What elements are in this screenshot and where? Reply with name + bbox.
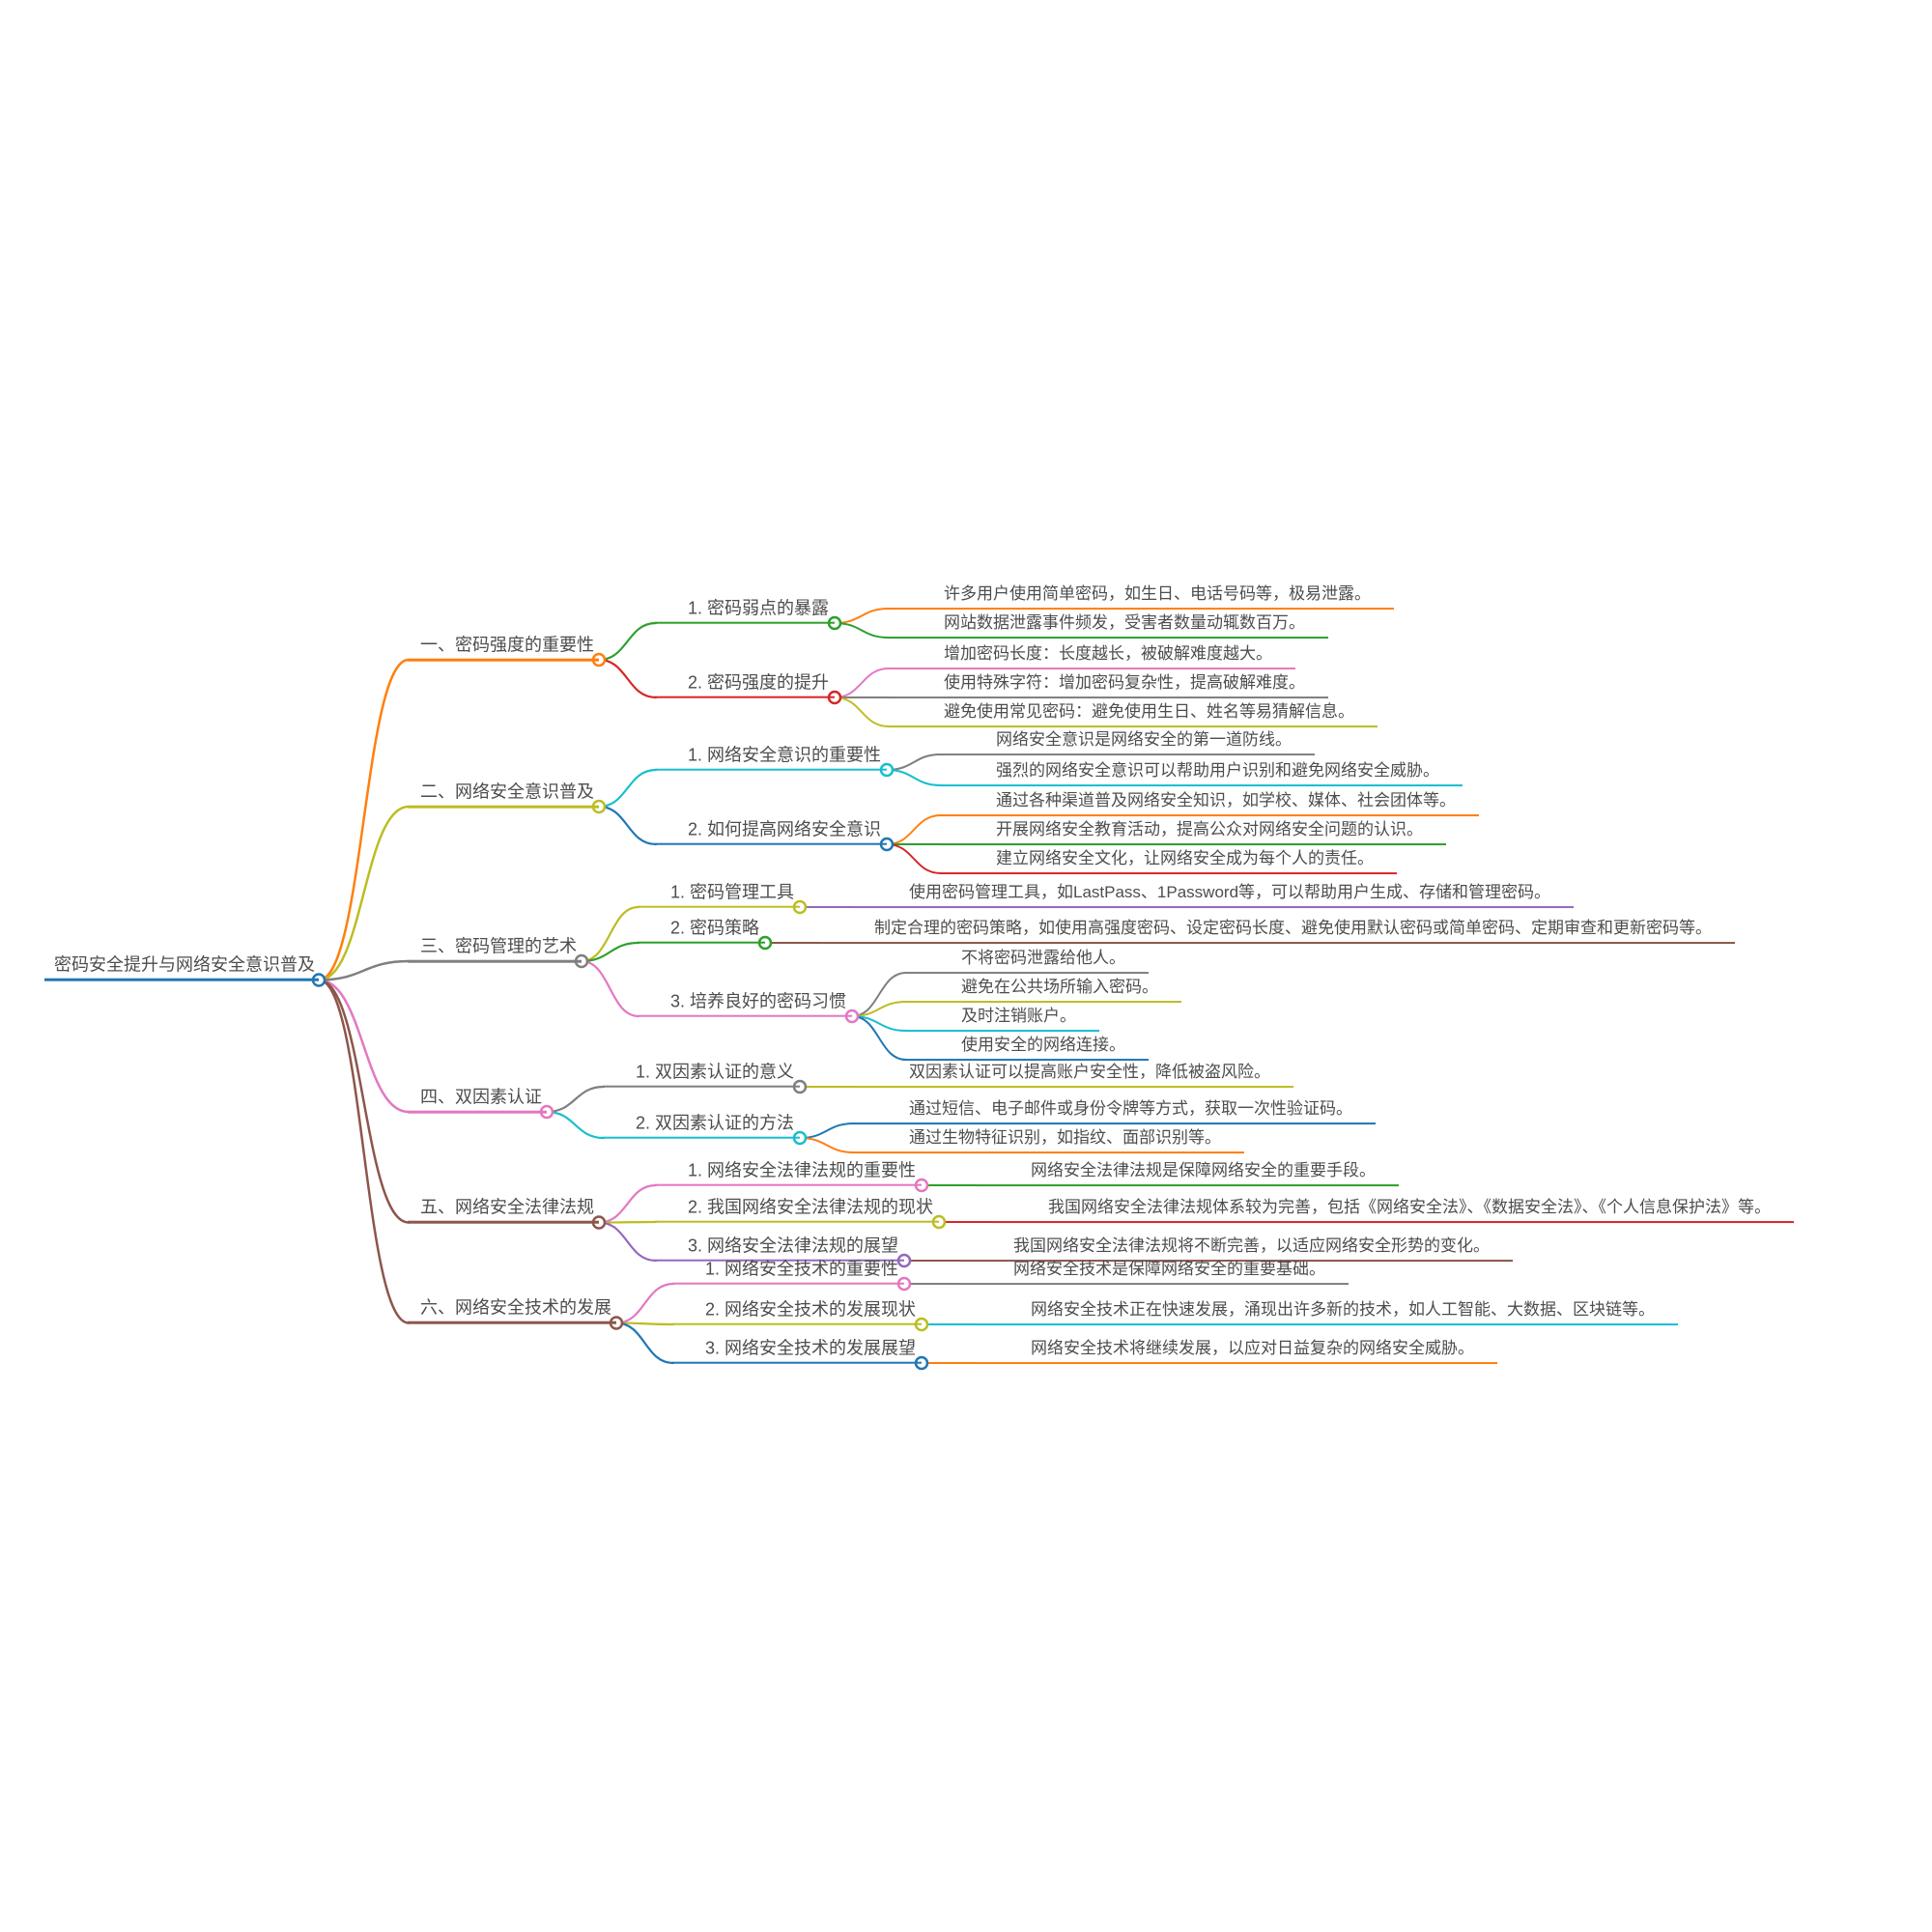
branch-node: 1. 密码管理工具 [638,881,801,908]
leaf-node: 网络安全法律法规是保障网络安全的重要手段。 [975,1160,1399,1186]
leaf-node: 开展网络安全教育活动，提高公众对网络安全问题的认识。 [940,819,1446,845]
leaf-node: 及时注销账户。 [905,1006,1099,1032]
leaf-node: 双因素认证可以提高账户安全性，降低被盗风险。 [853,1062,1293,1088]
branch-node: 1. 密码弱点的暴露 [655,597,836,624]
leaf-node: 强烈的网络安全意识可以帮助用户识别和避免网络安全威胁。 [940,760,1463,786]
branch-link [597,621,658,662]
leaf-node: 许多用户使用简单密码，如生日、电话号码等，极易泄露。 [888,583,1394,610]
branch-link [851,972,907,1017]
branch-node: 2. 如何提高网络安全意识 [655,818,888,845]
branch-link [317,979,411,1114]
branch-node: 2. 我国网络安全法律法规的现状 [655,1196,940,1223]
leaf-node: 使用安全的网络连接。 [905,1035,1149,1061]
leaf-node: 通过各种渠道普及网络安全知识，如学校、媒体、社会团体等。 [940,790,1479,816]
leaf-node: 网络安全技术正在快速发展，涌现出许多新的技术，如人工智能、大数据、区块链等。 [975,1299,1678,1325]
branch-link [886,843,942,874]
branch-link [580,905,640,963]
branch-node: 二、网络安全意识普及 [408,780,599,809]
leaf-node: 避免使用常见密码：避免使用生日、姓名等易猜解信息。 [888,701,1378,727]
branch-link [834,668,890,698]
branch-node: 六、网络安全技术的发展 [408,1296,616,1324]
leaf-node: 制定合理的密码策略，如使用高强度密码、设定密码长度、避免使用默认密码或简单密码、… [818,918,1735,944]
leaf-node: 我国网络安全法律法规将不断完善，以适应网络安全形势的变化。 [957,1236,1513,1262]
branch-link [545,1085,606,1114]
leaf-node: 网络安全技术将继续发展，以应对日益复杂的网络安全威胁。 [975,1338,1497,1364]
branch-link [580,941,640,963]
leaf-node: 网络安全意识是网络安全的第一道防线。 [940,729,1315,755]
branch-node: 3. 网络安全法律法规的展望 [655,1235,905,1262]
branch-link [799,1122,855,1139]
branch-link [597,768,658,809]
branch-link [851,1015,907,1061]
branch-node: 2. 双因素认证的方法 [603,1112,801,1139]
leaf-node: 网站数据泄露事件频发，受害者数量动辄数百万。 [888,612,1328,639]
branch-link [317,805,411,981]
branch-node: 3. 网络安全技术的发展展望 [672,1337,923,1364]
branch-link [597,1221,658,1263]
branch-node: 三、密码管理的艺术 [408,934,582,963]
leaf-node: 通过短信、电子邮件或身份令牌等方式，获取一次性验证码。 [853,1098,1376,1124]
branch-node: 2. 网络安全技术的发展现状 [672,1298,923,1325]
branch-node: 1. 双因素认证的意义 [603,1061,801,1088]
leaf-node: 使用密码管理工具，如LastPass、1Password等，可以帮助用户生成、存… [853,882,1575,908]
branch-link [317,658,411,981]
branch-node: 2. 密码策略 [638,917,766,944]
leaf-node: 网络安全技术是保障网络安全的重要基础。 [957,1259,1349,1285]
leaf-node: 通过生物特征识别，如指纹、面部识别等。 [853,1127,1244,1153]
branch-link [545,1110,606,1140]
branch-node: 1. 网络安全意识的重要性 [655,744,888,771]
leaf-node: 建立网络安全文化，让网络安全成为每个人的责任。 [940,848,1397,874]
branch-node: 1. 网络安全法律法规的重要性 [655,1159,923,1186]
branch-link [834,696,890,727]
branch-link [317,959,411,981]
leaf-node: 避免在公共场所输入密码。 [905,977,1181,1003]
branch-link [799,1137,855,1153]
branch-node: 五、网络安全法律法规 [408,1196,599,1224]
branch-link [614,1321,675,1365]
branch-node: 1. 网络安全技术的重要性 [672,1258,905,1285]
branch-link [317,979,411,1324]
branch-link [886,753,942,771]
branch-link [580,959,640,1018]
leaf-node: 我国网络安全法律法规体系较为完善，包括《网络安全法》、《数据安全法》、《个人信息… [992,1197,1794,1223]
branch-node: 2. 密码强度的提升 [655,671,836,698]
branch-link [597,805,658,846]
branch-link [317,979,411,1224]
branch-node: 3. 培养良好的密码习惯 [638,990,853,1017]
branch-link [834,608,890,624]
branch-link [886,814,942,845]
branch-link [834,622,890,639]
branch-link [597,658,658,699]
leaf-node: 不将密码泄露给他人。 [905,948,1149,974]
branch-link [886,769,942,786]
branch-link [597,1220,658,1224]
root-node: 密码安全提升与网络安全意识普及 [44,953,319,981]
leaf-node: 使用特殊字符：增加密码复杂性，提高破解难度。 [888,672,1328,698]
branch-node: 四、双因素认证 [408,1085,547,1114]
leaf-node: 增加密码长度：长度越长，被破解难度越大。 [888,643,1295,669]
branch-link [597,1183,658,1224]
branch-link [614,1282,675,1324]
branch-node: 一、密码强度的重要性 [408,633,599,662]
